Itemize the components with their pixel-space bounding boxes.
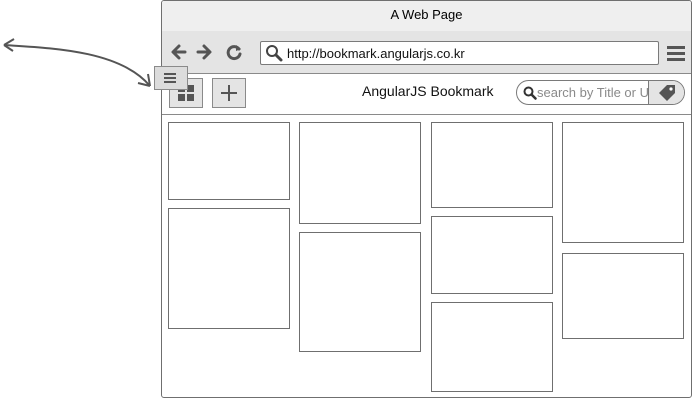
floating-menu-toggle[interactable] bbox=[154, 66, 188, 90]
search-icon bbox=[266, 45, 283, 62]
browser-window: A Web Page http://bookmark.angularjs.co.… bbox=[161, 0, 692, 398]
browser-toolbar: http://bookmark.angularjs.co.kr bbox=[162, 31, 691, 74]
window-title: A Web Page bbox=[162, 1, 691, 32]
app-header: AngularJS Bookmark bbox=[162, 74, 691, 115]
add-bookmark-button[interactable] bbox=[212, 78, 246, 108]
search-icon bbox=[523, 86, 537, 100]
bookmark-card[interactable] bbox=[431, 122, 553, 208]
url-text: http://bookmark.angularjs.co.kr bbox=[287, 46, 465, 61]
search-box bbox=[516, 80, 685, 105]
arrow-left-icon[interactable] bbox=[169, 42, 189, 62]
tag-icon bbox=[659, 85, 675, 101]
app-title: AngularJS Bookmark bbox=[362, 83, 494, 99]
search-input[interactable] bbox=[537, 83, 649, 102]
bookmark-card[interactable] bbox=[168, 122, 290, 200]
bookmark-card[interactable] bbox=[168, 208, 290, 329]
annotation-arrow bbox=[3, 38, 151, 87]
bookmark-card[interactable] bbox=[431, 302, 553, 392]
tag-filter-button[interactable] bbox=[648, 81, 684, 104]
hamburger-icon[interactable] bbox=[666, 43, 686, 63]
arrow-right-icon[interactable] bbox=[194, 42, 214, 62]
bookmark-card[interactable] bbox=[299, 232, 421, 352]
bookmark-card[interactable] bbox=[431, 216, 553, 294]
hamburger-icon bbox=[164, 73, 176, 83]
bookmark-card[interactable] bbox=[299, 122, 421, 224]
reload-icon[interactable] bbox=[224, 42, 244, 62]
url-bar[interactable]: http://bookmark.angularjs.co.kr bbox=[260, 41, 659, 65]
bookmark-card[interactable] bbox=[562, 122, 684, 243]
bookmark-card[interactable] bbox=[562, 253, 684, 339]
plus-icon bbox=[221, 85, 237, 101]
